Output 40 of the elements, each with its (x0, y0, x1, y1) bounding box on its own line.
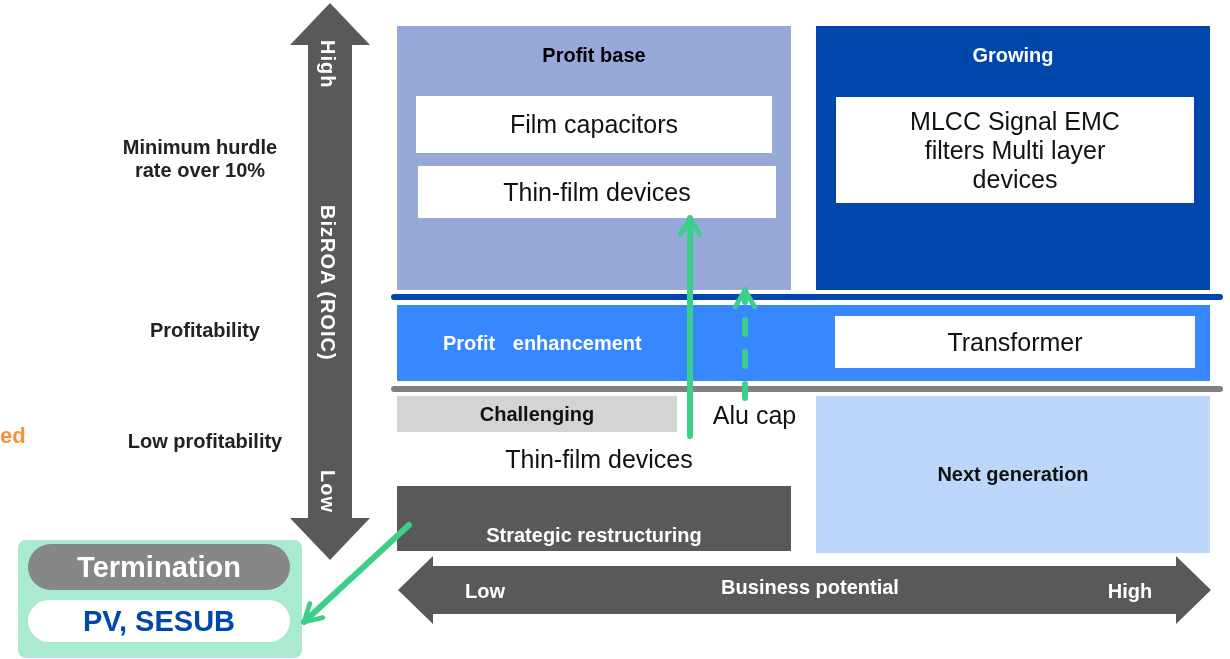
quadrant-title: Strategic restructuring (486, 524, 702, 547)
quadrant-panel (397, 486, 791, 551)
status-pill (28, 544, 290, 590)
product-name: Thin-film devices (505, 444, 693, 474)
product-name: MLCC Signal EMC filters Multi layer devices (909, 106, 1121, 194)
quadrant-title: Profit base (542, 44, 646, 67)
axis-label: BizROA (ROIC) (316, 205, 339, 361)
product-box (416, 96, 772, 153)
category-pill (28, 600, 290, 642)
band-title: Profit enhancement (443, 331, 642, 355)
axis-label: Low (464, 580, 506, 603)
axis-label: Minimum hurdle rate over 10% (121, 136, 279, 182)
axis-label: High (1106, 580, 1154, 603)
band-panel (397, 305, 1210, 381)
product-box (836, 97, 1194, 203)
quadrant-panel (397, 396, 677, 432)
arrow (733, 287, 757, 401)
product-box (418, 166, 776, 218)
product-box (835, 316, 1195, 368)
status-title: Termination (77, 550, 241, 584)
axis-label: Low profitability (126, 430, 284, 453)
product-name: Transformer (947, 327, 1083, 357)
axis-label: Low (316, 470, 339, 513)
quadrant-panel (397, 26, 791, 290)
product-name: Alu cap (712, 400, 797, 430)
arrow (301, 522, 412, 625)
axis-label: Profitability (149, 319, 261, 342)
axis-label: ed (0, 423, 27, 449)
quadrant-title: Challenging (479, 402, 595, 426)
product-name: Thin-film devices (503, 177, 691, 207)
quadrant-panel (816, 26, 1210, 290)
quadrant-panel (816, 396, 1210, 553)
group-panel (18, 540, 302, 658)
quadrant-title: Growing (972, 44, 1054, 67)
quadrant-title: Next generation (937, 463, 1089, 486)
axis-label: High (316, 40, 339, 89)
axis-label: Business potential (720, 576, 900, 599)
arrow (678, 215, 702, 439)
category-name: PV, SESUB (82, 604, 236, 638)
product-name: Film capacitors (509, 110, 679, 139)
